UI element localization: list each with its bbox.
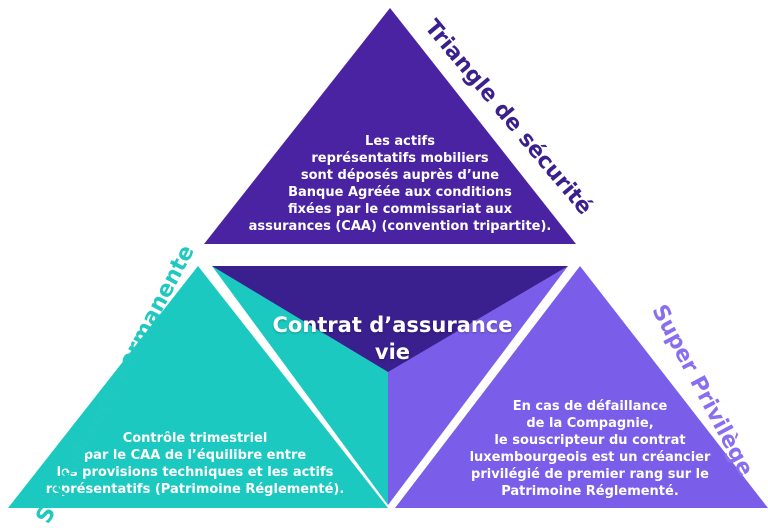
center-triangle-top-wedge	[212, 266, 568, 372]
left-triangle-text: Contrôle trimestriel par le CAA de l’équ…	[45, 431, 345, 497]
top-triangle	[204, 8, 576, 244]
triangle-shapes	[8, 8, 768, 508]
security-triangle-diagram: Les actifs représentatifs mobiliers sont…	[8, 8, 768, 528]
top-triangle-text: Les actifs représentatifs mobiliers sont…	[248, 134, 552, 234]
center-title: Contrat d’assurance vie	[272, 313, 513, 364]
left-triangle	[8, 266, 388, 508]
right-triangle-text: En cas de défaillance de la Compagnie, l…	[469, 399, 711, 499]
right-triangle	[395, 266, 768, 508]
